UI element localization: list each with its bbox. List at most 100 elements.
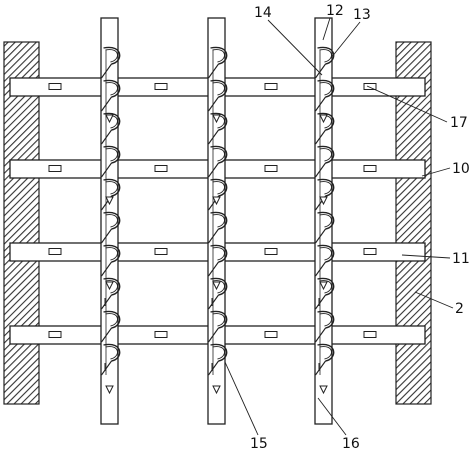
vertical-post-assembly [100,17,121,425]
spiral-coil-inner [105,280,118,294]
arrow-marker [212,385,221,395]
spiral-coil-inner [105,214,118,228]
beam-slot [48,248,62,255]
spiral-coil-inner [319,181,332,195]
spiral-coil [103,310,121,329]
spiral-back-strand [101,162,112,178]
arrow-marker [105,114,114,124]
spiral-back-strand [101,63,112,79]
beam-slot [154,83,168,90]
spiral-back-strand [101,261,112,277]
spiral-coil [103,112,121,131]
spiral-coil-inner [105,82,118,96]
vertical-post-assembly [207,17,228,425]
spiral-coil-inner [212,82,225,96]
spiral-back-strand [208,162,219,178]
spiral-back-strand [101,96,112,112]
spiral-coil [210,79,228,98]
post-group [100,17,335,425]
spiral-coil [103,211,121,230]
spiral-coil-inner [105,49,118,63]
label-16: 16 [342,436,360,452]
spiral-coil [210,211,228,230]
beam-slot [363,165,377,172]
beam-slot [264,248,278,255]
beam-slot [48,83,62,90]
spiral-back-strand [101,294,112,310]
spiral-coil [103,79,121,98]
spiral-coil-inner [319,49,332,63]
spiral-back-strand [315,360,326,376]
leader-line [317,397,347,436]
spiral-back-strand [101,360,112,376]
arrow-marker [105,196,114,206]
spiral-coil [317,310,335,329]
spiral-back-strand [315,261,326,277]
spiral-coil-inner [319,148,332,162]
spiral-back-strand [208,294,219,310]
vertical-post [100,17,119,425]
label-15: 15 [250,436,268,452]
spiral-coil [317,145,335,164]
spiral-back-strand [315,63,326,79]
spiral-back-strand [208,129,219,145]
leader-line [414,291,454,309]
label-2: 2 [455,301,464,317]
spiral-back-strand [315,129,326,145]
spiral-coil [317,244,335,263]
spiral-coil-inner [212,280,225,294]
spiral-back-strand [315,294,326,310]
label-11: 11 [452,251,470,267]
beam-slot [154,248,168,255]
spiral-coil-inner [212,49,225,63]
spiral-back-strand [101,129,112,145]
spiral-coil [103,145,121,164]
spiral-coil-inner [319,247,332,261]
spiral-back-strand [208,228,219,244]
spiral-coil-inner [212,214,225,228]
spiral-coil-inner [212,181,225,195]
spiral-coil [103,343,121,362]
spiral-coil [317,112,335,131]
vertical-post [314,17,333,425]
spiral-back-strand [315,96,326,112]
arrow-marker [319,281,328,291]
arrow-marker [212,196,221,206]
spiral-back-strand [208,63,219,79]
spiral-coil-inner [319,280,332,294]
beam-slot [264,331,278,338]
spiral-coil-inner [212,247,225,261]
leader-line [224,361,259,436]
arrow-marker [319,196,328,206]
leader-lines [224,17,454,436]
beam-slot [264,165,278,172]
arrow-marker [105,385,114,395]
arrow-marker [319,385,328,395]
arrow-marker [105,281,114,291]
spiral-coil-inner [105,247,118,261]
spiral-back-strand [315,327,326,343]
spiral-coil-inner [319,346,332,360]
leader-line [366,85,448,123]
spiral-coil [210,277,228,296]
label-17: 17 [450,115,468,131]
leader-line [421,167,451,177]
spiral-coil-inner [212,148,225,162]
spiral-coil [210,244,228,263]
leader-line [322,17,331,41]
arrow-marker [212,281,221,291]
spiral-coil [317,211,335,230]
spiral-coil [210,178,228,197]
beam-slot [48,165,62,172]
beam-slot [154,331,168,338]
spiral-coil [210,145,228,164]
spiral-coil-inner [105,148,118,162]
spiral-coil [103,178,121,197]
spiral-coil [317,79,335,98]
beam-slot [154,165,168,172]
spiral-coil [210,112,228,131]
beam-slot [48,331,62,338]
spiral-coil [103,46,121,65]
spiral-back-strand [208,261,219,277]
